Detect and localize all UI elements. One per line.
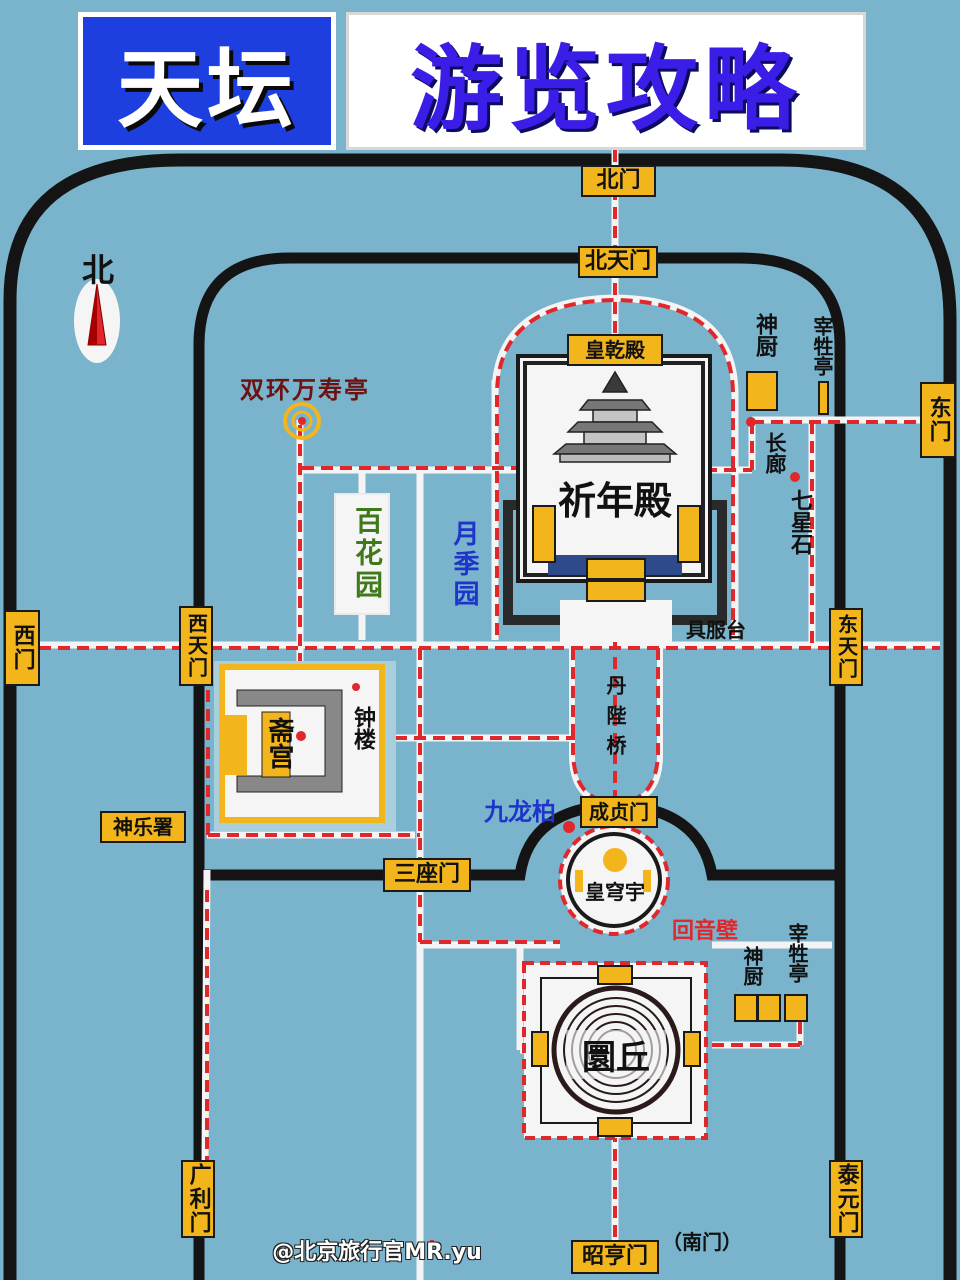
zhaigong-inner (236, 689, 343, 793)
huiyinbi-label: 回音壁 (671, 919, 738, 944)
gate-north[interactable]: 北门 (581, 165, 656, 197)
gate-guangli[interactable]: 广利门 (181, 1160, 215, 1238)
zaishengting-south-label: 宰牲亭 (785, 923, 809, 983)
zaishengting-north-label: 宰牲亭 (810, 316, 834, 376)
gate-shenyueshu[interactable]: 神乐署 (100, 811, 186, 843)
title-guide: 游览攻略 (346, 12, 866, 150)
gate-west[interactable]: 西门 (4, 610, 40, 686)
gate-taiyuan[interactable]: 泰元门 (829, 1160, 863, 1238)
gate-sanzuomen[interactable]: 三座门 (383, 858, 471, 892)
inner-wall (193, 252, 846, 1280)
compass-north-label: 北 (81, 251, 114, 289)
shuanghuan-label: 双环万寿亭 (240, 376, 370, 404)
shenchu-south-label: 神厨 (740, 946, 764, 986)
yuanqiu-label[interactable]: 圜丘 (566, 1030, 666, 1079)
walkways (20, 150, 940, 1280)
zhonglou-label: 钟楼 (350, 706, 375, 750)
gate-east[interactable]: 东门 (920, 382, 956, 458)
temple-sketch (551, 370, 679, 463)
jufutai-label: 具服台 (686, 618, 746, 642)
baihuayuan-box (334, 493, 390, 615)
hall-qinian-label[interactable]: 祈年殿 (557, 479, 672, 523)
title-temple: 天坛 (78, 12, 336, 150)
jiulongbai-label: 九龙柏 (484, 798, 556, 826)
yuanqiu-gates (531, 965, 808, 1137)
qixingshi-label: 七星石 (787, 489, 812, 555)
baihuayuan-label: 百花园 (351, 506, 384, 602)
markers (296, 417, 800, 833)
changlang-label: 长廊 (763, 432, 787, 474)
gate-chengzhen[interactable]: 成贞门 (580, 796, 658, 828)
shuanghuan-pavilion (283, 402, 321, 440)
zhaigong-label[interactable]: 斋宫 (264, 717, 294, 769)
huangqiongyu-core (603, 848, 627, 872)
tour-routes (20, 150, 940, 1245)
outer-wall (3, 153, 957, 1280)
gate-zhaoheng[interactable]: 昭亨门 (571, 1240, 659, 1274)
gate-west-inner[interactable]: 西天门 (179, 606, 213, 686)
shenchu-north-label: 神厨 (752, 313, 777, 357)
gate-north-inner[interactable]: 北天门 (578, 246, 658, 278)
huangqiongyu-label[interactable]: 皇穹宇 (585, 880, 645, 904)
yuejiyuan-label: 月季园 (449, 520, 479, 610)
hall-huangqian[interactable]: 皇乾殿 (567, 334, 663, 366)
watermark: @北京旅行官MR.yu (272, 1240, 482, 1265)
gate-east-inner[interactable]: 东天门 (829, 608, 863, 686)
qinian-side-halls (532, 371, 829, 602)
south-gate-note: （南门） (662, 1230, 742, 1254)
danbiqiao-label: 丹陛桥 (603, 675, 627, 765)
